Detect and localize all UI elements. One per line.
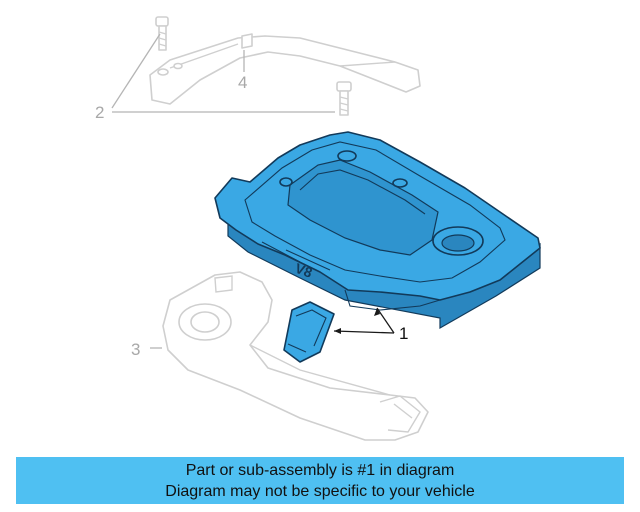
callout-3: 3 xyxy=(131,340,140,359)
parts-diagram: V8 1 2 3 4 xyxy=(95,16,541,441)
engine-cover: V8 xyxy=(214,131,541,330)
leader-1b xyxy=(333,330,395,334)
callout-1: 1 xyxy=(399,324,408,343)
leader-2a xyxy=(111,33,161,109)
banner-line-1: Part or sub-assembly is #1 in diagram xyxy=(185,461,455,479)
callout-2: 2 xyxy=(95,103,104,122)
bolt-ghost-top xyxy=(155,16,169,51)
callout-4: 4 xyxy=(238,73,247,92)
info-banner: Part or sub-assembly is #1 in diagram Di… xyxy=(16,457,624,504)
cover-clip xyxy=(283,301,335,363)
bracket-ghost xyxy=(149,33,421,105)
banner-line-2: Diagram may not be specific to your vehi… xyxy=(165,482,475,500)
svg-text:V8: V8 xyxy=(293,260,315,281)
leader-1a xyxy=(376,307,395,334)
bolt-ghost-bottom xyxy=(336,81,352,116)
duct-cover-ghost xyxy=(162,271,429,441)
